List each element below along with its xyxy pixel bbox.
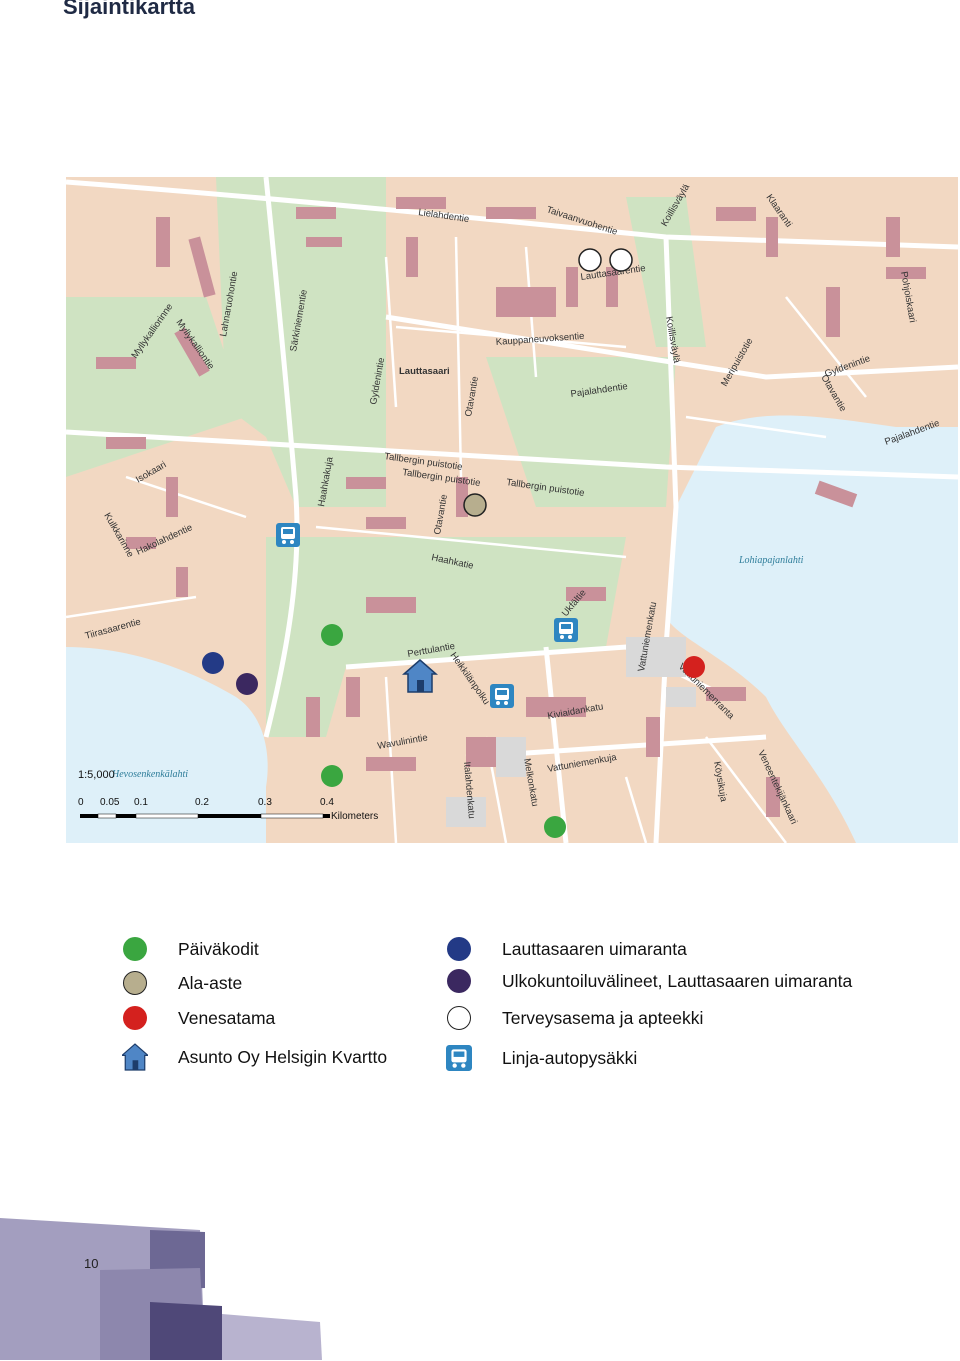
water-body-hevosenkenkalahti xyxy=(66,647,268,843)
page-title: Sijaintikartta xyxy=(63,0,196,19)
legend-item: Terveysasema ja apteekki xyxy=(446,1005,703,1031)
legend-label: Lauttasaaren uimaranta xyxy=(502,938,687,959)
scale-tick: 0 xyxy=(78,797,84,808)
scale-tick: 0.2 xyxy=(195,797,209,808)
khaki-dot-icon[interactable] xyxy=(463,493,487,517)
park-area xyxy=(266,537,626,737)
legend-label: Venesatama xyxy=(178,1007,276,1028)
bus-icon[interactable] xyxy=(554,618,578,642)
location-map[interactable]: Lielahdentie Taivaanvuohentie Koillisväy… xyxy=(66,177,958,843)
navy-dot-icon[interactable] xyxy=(202,652,224,674)
bus-icon xyxy=(446,1045,472,1071)
water-label: Lohiapajanlahti xyxy=(738,555,804,566)
district-label: Lauttasaari xyxy=(399,366,450,377)
navy-dot-icon xyxy=(447,937,471,961)
park-area xyxy=(66,297,246,477)
legend-item: Päiväkodit xyxy=(122,936,259,962)
legend-item: Ulkokuntoiluvälineet, Lauttasaaren uimar… xyxy=(446,968,852,994)
map-markers xyxy=(202,248,705,838)
legend-label: Ulkokuntoiluvälineet, Lauttasaaren uimar… xyxy=(502,970,853,991)
park-area xyxy=(216,177,386,507)
green-dot-icon xyxy=(123,937,147,961)
house-icon xyxy=(122,1043,148,1071)
park-area xyxy=(486,357,676,507)
bus-icon[interactable] xyxy=(276,523,300,547)
legend-label: Ala-aste xyxy=(178,972,243,993)
legend-item: Ala-aste xyxy=(122,970,242,996)
legend-label: Terveysasema ja apteekki xyxy=(502,1007,704,1028)
purple-dot-icon[interactable] xyxy=(236,673,258,695)
legend-item: Venesatama xyxy=(122,1005,275,1031)
house-icon[interactable] xyxy=(402,659,438,693)
scale-tick: 0.05 xyxy=(100,797,120,808)
legend-item: Linja-autopysäkki xyxy=(446,1045,637,1071)
legend-label: Päiväkodit xyxy=(178,938,259,959)
red-dot-icon[interactable] xyxy=(683,656,705,678)
scale-tick: 0.4 xyxy=(320,797,334,808)
page-number: 10 xyxy=(84,1256,99,1271)
green-dot-icon[interactable] xyxy=(544,816,566,838)
buildings xyxy=(96,197,926,817)
scale-tick: 0.3 xyxy=(258,797,272,808)
footer-decoration xyxy=(0,1218,322,1360)
green-dot-icon[interactable] xyxy=(321,765,343,787)
water-label: Hevosenkenkälahti xyxy=(111,769,188,780)
legend-label: Asunto Oy Helsigin Kvartto xyxy=(178,1046,388,1067)
white-dot-icon xyxy=(447,1006,471,1030)
white-dot-icon[interactable] xyxy=(609,248,633,272)
map-legend: Päiväkodit Ala-aste Venesatama Asunto Oy… xyxy=(0,930,960,1090)
scale-tick: 0.1 xyxy=(134,797,148,808)
legend-item: Asunto Oy Helsigin Kvartto xyxy=(122,1043,388,1071)
legend-item: Lauttasaaren uimaranta xyxy=(446,936,687,962)
bus-icon[interactable] xyxy=(490,684,514,708)
street-label: Italahdenkatu xyxy=(461,761,477,819)
khaki-dot-icon xyxy=(123,971,147,995)
red-dot-icon xyxy=(123,1006,147,1030)
white-dot-icon[interactable] xyxy=(578,248,602,272)
scale-bar xyxy=(80,813,330,819)
green-dot-icon[interactable] xyxy=(321,624,343,646)
legend-label: Linja-autopysäkki xyxy=(502,1047,638,1068)
map-canvas: Lielahdentie Taivaanvuohentie Koillisväy… xyxy=(66,177,958,843)
scale-unit: Kilometers xyxy=(331,811,379,822)
scale-ratio: 1:5,000 xyxy=(78,769,115,781)
water-body-lohiapajanlahti xyxy=(666,415,958,843)
purple-dot-icon xyxy=(447,969,471,993)
